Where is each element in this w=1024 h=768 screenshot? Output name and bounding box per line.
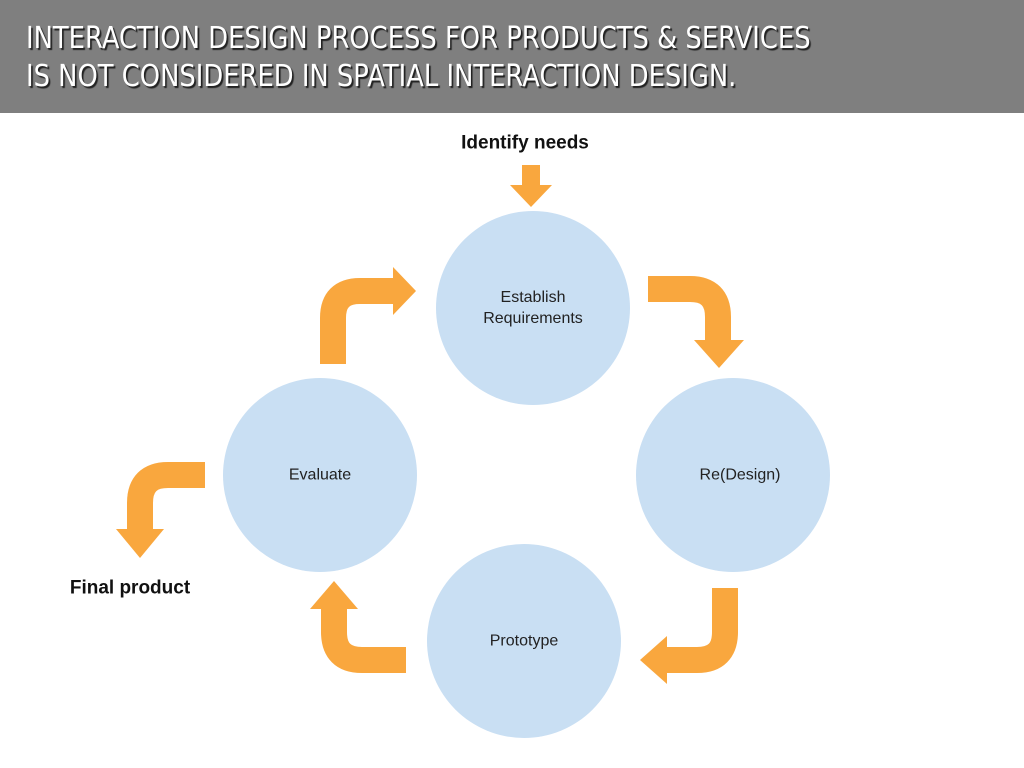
arrowhead-down-final-icon [116,529,164,558]
arrow-prototype-to-evaluate [321,607,406,673]
establish-label-line-2: Requirements [483,310,583,327]
establish-requirements-label: Establish Requirements [483,287,583,329]
final-product-label: Final product [69,577,191,599]
arrow-establish-to-redesign [648,276,731,342]
title-bar: INTERACTION DESIGN PROCESS FOR PRODUCTS … [0,0,1024,113]
arrowhead-down-icon [694,340,744,368]
node-establish-requirements [436,211,630,405]
arrowhead-left-icon [640,636,667,684]
evaluate-label: Evaluate [288,466,352,484]
establish-label-line-1: Establish [500,289,566,306]
node-redesign [636,378,830,572]
redesign-label: Re(Design) [699,466,781,484]
identify-needs-label: Identify needs [461,132,589,154]
title-line-1: INTERACTION DESIGN PROCESS FOR PRODUCTS … [26,21,811,56]
node-prototype [427,544,621,738]
title-line-2: IS NOT CONSIDERED IN SPATIAL INTERACTION… [26,59,737,94]
arrow-redesign-to-prototype [665,588,738,673]
arrow-evaluate-to-establish [320,278,395,364]
arrow-evaluate-to-final [127,462,205,530]
arrowhead-right-icon [393,267,416,315]
identify-needs-arrow-icon [510,165,552,207]
prototype-label: Prototype [489,632,559,650]
slide-title: INTERACTION DESIGN PROCESS FOR PRODUCTS … [26,20,811,96]
arrowhead-up-icon [310,581,358,609]
node-evaluate [223,378,417,572]
